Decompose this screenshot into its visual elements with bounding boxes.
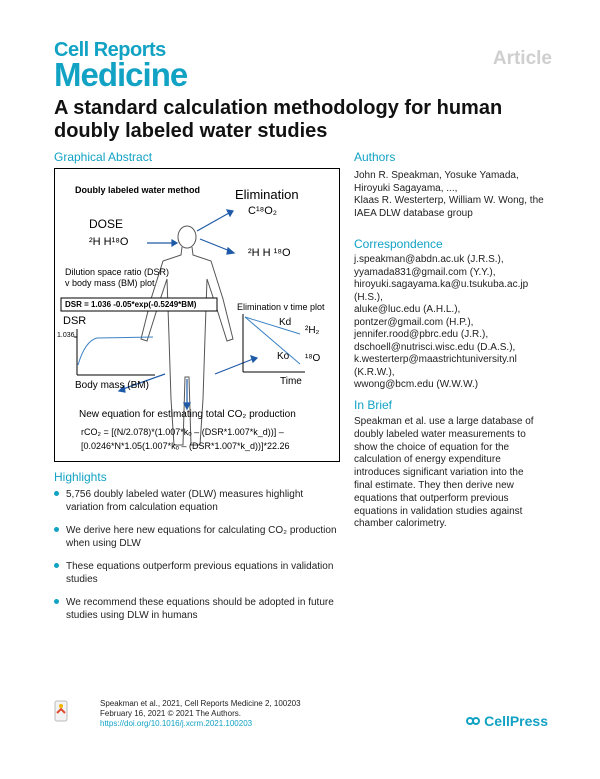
highlight-text: studies using DLW in humans [66, 610, 198, 621]
time-axis-label: Time [280, 376, 302, 387]
equation-line: [0.0246*N*1.05(1.007*kₒ – (DSR*1.007*k_d… [81, 441, 290, 451]
highlight-item: These equations outperform previous equa… [54, 560, 354, 586]
email-link[interactable]: aluke@luc.edu (A.H.L.), [354, 304, 461, 315]
journal-logo: Cell Reports Medicine [54, 39, 188, 93]
highlight-item: We derive here new equations for calcula… [54, 524, 354, 550]
dsr-plot-title: Dilution space ratio (DSR) [65, 267, 170, 277]
water-output-label: ²H H ¹⁸O [248, 247, 291, 259]
email-link[interactable]: pontzer@gmail.com (H.P.), [354, 316, 474, 328]
bullet-icon [54, 563, 59, 568]
doi-link[interactable]: https://doi.org/10.1016/j.xcrm.2021.1002… [100, 719, 253, 728]
in-brief-line: chamber calorimetry. [354, 518, 447, 530]
title-line: A standard calculation methodology for h… [54, 97, 503, 119]
in-brief-line: doubly labeled water measurements to [354, 428, 526, 440]
highlight-text: variation from calculation equation [66, 502, 218, 513]
elimination-plot-title: Elimination v time plot [237, 302, 325, 312]
dose-label: DOSE [89, 217, 124, 231]
dsr-axis-label: DSR [63, 315, 87, 327]
highlight-text: We derive here new equations for calcula… [66, 525, 337, 536]
body-mass-axis-label: Body mass (BM) [75, 380, 149, 391]
email-initials: (K.R.W.), [354, 366, 395, 378]
flow-arrows [117, 209, 259, 411]
citation-footer: Speakman et al., 2021, Cell Reports Medi… [100, 699, 301, 729]
ko-label: Ko [277, 351, 290, 362]
elimination-plot [242, 314, 305, 373]
bullet-icon [54, 599, 59, 604]
publisher-name: CellPress [484, 713, 548, 729]
email-link[interactable]: hiroyuki.sagayama.ka@u.tsukuba.ac.jp [354, 279, 529, 290]
graphical-abstract-heading: Graphical Abstract [54, 150, 153, 164]
authors-heading: Authors [354, 150, 396, 164]
h2-label: ²H₂ [305, 325, 320, 336]
citation-date: February 16, 2021 © 2021 The Authors. [100, 709, 241, 718]
highlight-text: These equations outperform previous equa… [66, 561, 334, 572]
co2-label: C¹⁸O₂ [248, 205, 278, 217]
in-brief-heading: In Brief [354, 398, 393, 412]
highlights-heading: Highlights [54, 470, 107, 484]
highlight-text: 5,756 doubly labeled water (DLW) measure… [66, 489, 304, 500]
dsr-plot [74, 329, 155, 376]
email-link[interactable]: k.westerterp@maastrichtuniversity.nl [354, 354, 517, 365]
title-line: doubly labeled water studies [54, 120, 328, 142]
in-brief-line: Speakman et al. use a large database of [354, 416, 534, 427]
dsr-equation-box [60, 297, 218, 312]
human-figure-icon [140, 225, 234, 446]
paper-title: A standard calculation methodology for h… [54, 97, 554, 143]
in-brief-line: show the choice of equation for the [354, 441, 510, 453]
email-link[interactable]: jennifer.rood@pbrc.edu (J.R.), [354, 329, 489, 340]
highlights-list: 5,756 doubly labeled water (DLW) measure… [54, 488, 354, 632]
author-line: John R. Speakman, Yosuke Yamada, [354, 170, 519, 181]
article-type-label: Article [492, 48, 552, 69]
bullet-icon [54, 527, 59, 532]
journal-name-line1: Cell Reports [54, 39, 166, 61]
crossmark-icon[interactable] [54, 700, 68, 722]
email-link[interactable]: j.speakman@abdn.ac.uk (J.R.S.), [354, 254, 504, 265]
graphical-abstract-figure [60, 209, 305, 446]
authors-list: John R. Speakman, Yosuke Yamada, Hiroyuk… [354, 170, 554, 220]
dsr-tick-label: 1.036 [57, 332, 75, 339]
dose-isotopes: ²H H¹⁸O [89, 236, 129, 248]
highlight-text: We recommend these equations should be a… [66, 597, 334, 608]
dsr-plot-title: v body mass (BM) plot [65, 278, 155, 288]
highlight-item: We recommend these equations should be a… [54, 596, 354, 622]
kd-label: Kd [279, 317, 292, 328]
author-line: Hiroyuki Sagayama, ..., [354, 182, 458, 194]
author-line: Klaas R. Westerterp, William W. Wong, th… [354, 195, 544, 206]
cellpress-logo-icon [466, 717, 481, 725]
method-label: Doubly labeled water method [75, 185, 201, 195]
email-initials: (H.S.), [354, 291, 383, 303]
highlight-text: studies [66, 574, 98, 585]
in-brief-line: equations that outperform previous [354, 492, 509, 504]
journal-name-line2: Medicine [54, 56, 188, 93]
highlight-item: 5,756 doubly labeled water (DLW) measure… [54, 488, 354, 514]
bullet-icon [54, 491, 59, 496]
email-link[interactable]: yyamada831@gmail.com (Y.Y.), [354, 266, 496, 278]
in-brief-line: equations in validation studies against [354, 505, 523, 517]
elimination-label: Elimination [235, 187, 299, 202]
in-brief-line: introduces significant variation into th… [354, 467, 524, 479]
email-link[interactable]: wwong@bcm.edu (W.W.W.) [354, 379, 479, 390]
in-brief-text: Speakman et al. use a large database of … [354, 416, 554, 531]
in-brief-line: final estimate. They then derive new [354, 479, 514, 491]
graphical-abstract: Doubly labeled water method Elimination … [54, 168, 340, 462]
equation-line: rCO₂ = [(N/2.078)*(1.007*kₒ – (DSR*1.007… [81, 427, 284, 437]
new-equation-title: New equation for estimating total CO₂ pr… [79, 409, 296, 420]
cellpress-logo: CellPress [465, 713, 548, 729]
citation-line: Speakman et al., 2021, Cell Reports Medi… [100, 699, 301, 708]
dsr-equation: DSR = 1.036 -0.05*exp(-0.5249*BM) [65, 300, 197, 309]
correspondence-heading: Correspondence [354, 237, 443, 251]
correspondence-list: j.speakman@abdn.ac.uk (J.R.S.), yyamada8… [354, 254, 554, 392]
author-line: IAEA DLW database group [354, 207, 473, 219]
email-link[interactable]: dschoell@nutrisci.wisc.edu (D.A.S.), [354, 341, 516, 353]
o18-label: ¹⁸O [305, 353, 321, 364]
highlight-text: when using DLW [66, 538, 141, 549]
in-brief-line: calculation of energy expenditure [354, 454, 501, 466]
